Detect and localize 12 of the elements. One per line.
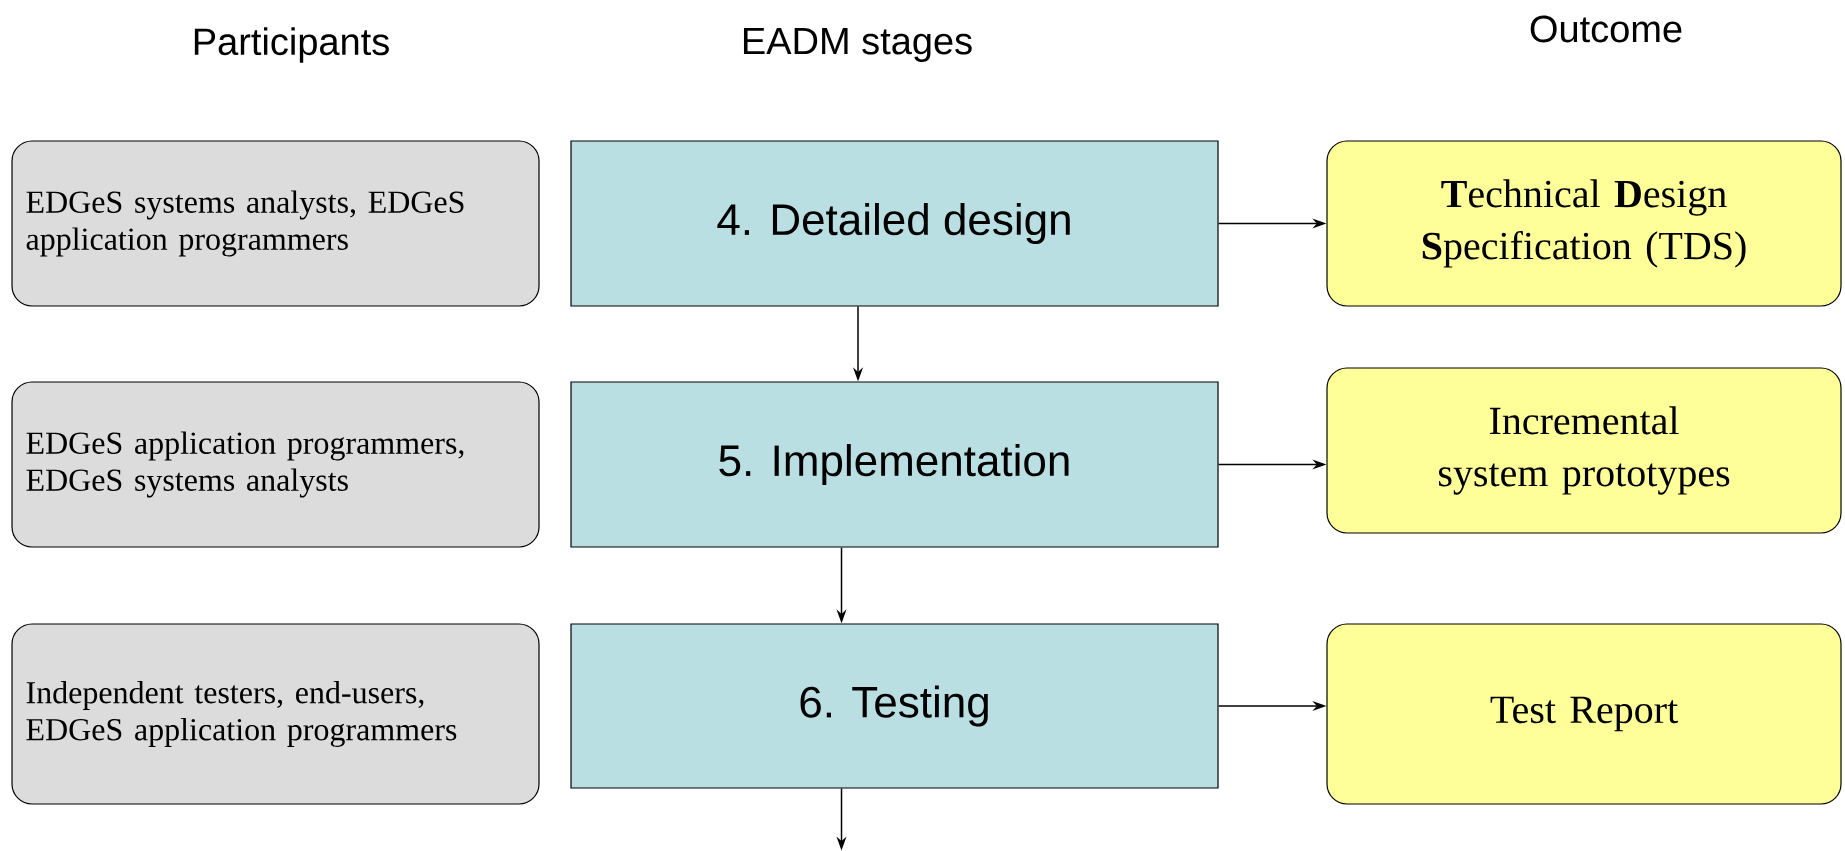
stage-box: 6. Testing [570,623,1219,789]
column-heading: Participants [194,27,389,63]
outcome-box: Test Report [1326,623,1842,805]
outcome-box: Incremental system prototypes [1326,367,1842,534]
column-heading: EADM stages [744,27,972,62]
participant-box: EDGeS systems analysts, EDGeS application programmers [11,140,540,307]
participant-box: Independent testers, end-users, EDGeS application programmers [11,623,540,805]
column-heading: Outcome [1530,15,1682,43]
participant-box: EDGeS application programmers, EDGeS systems analysts [11,381,540,548]
stage-box: 5. Implementation [570,381,1219,548]
outcome-box: Technical Design Specification (TDS) [1326,140,1842,307]
stage-box: 4. Detailed design [570,140,1219,307]
